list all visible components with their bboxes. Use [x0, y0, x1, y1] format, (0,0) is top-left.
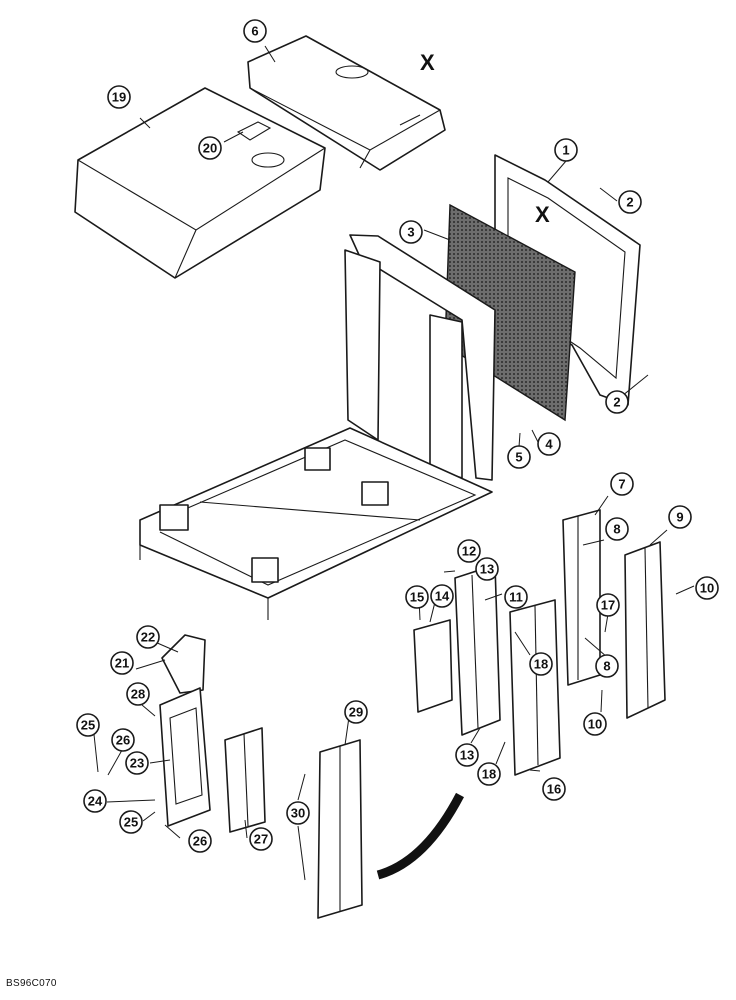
callout-10: 10 — [695, 576, 719, 600]
svg-text:26: 26 — [116, 733, 130, 748]
callout-20: 20 — [198, 136, 222, 160]
callout-9: 9 — [668, 505, 692, 529]
direction-arrow — [376, 792, 464, 880]
svg-text:13: 13 — [460, 748, 474, 763]
svg-text:25: 25 — [81, 718, 95, 733]
callout-7: 7 — [610, 472, 634, 496]
svg-text:22: 22 — [141, 630, 155, 645]
svg-text:10: 10 — [700, 581, 714, 596]
part-19-top-cover — [74, 87, 326, 279]
svg-text:8: 8 — [603, 659, 610, 674]
svg-text:19: 19 — [112, 90, 126, 105]
callout-4: 4 — [537, 432, 561, 456]
svg-text:24: 24 — [88, 794, 103, 809]
svg-text:25: 25 — [124, 815, 138, 830]
svg-text:11: 11 — [509, 590, 523, 605]
callout-24: 24 — [83, 789, 107, 813]
callout-1: 1 — [554, 138, 578, 162]
callout-19: 19 — [107, 85, 131, 109]
svg-text:1: 1 — [562, 143, 569, 158]
callout-13: 13 — [475, 557, 499, 581]
svg-text:18: 18 — [534, 657, 548, 672]
svg-text:6: 6 — [251, 24, 258, 39]
callout-8: 8 — [605, 517, 629, 541]
svg-text:15: 15 — [410, 590, 424, 605]
svg-text:5: 5 — [515, 450, 522, 465]
callout-17: 17 — [596, 593, 620, 617]
callout-25: 25 — [119, 810, 143, 834]
callout-23: 23 — [125, 751, 149, 775]
svg-text:2: 2 — [613, 395, 620, 410]
callout-12: 12 — [457, 539, 481, 563]
callout-21: 21 — [110, 651, 134, 675]
svg-text:12: 12 — [462, 544, 476, 559]
svg-text:8: 8 — [613, 522, 620, 537]
callout-28: 28 — [126, 682, 150, 706]
svg-text:4: 4 — [545, 437, 553, 452]
x-mark: X — [420, 50, 435, 75]
svg-text:7: 7 — [618, 477, 625, 492]
base-frame — [139, 234, 496, 620]
svg-text:16: 16 — [547, 782, 561, 797]
callout-6: 6 — [243, 19, 267, 43]
svg-text:26: 26 — [193, 834, 207, 849]
svg-text:10: 10 — [588, 717, 602, 732]
callout-11: 11 — [504, 585, 528, 609]
callout-16: 16 — [542, 777, 566, 801]
part-9-side-panel — [624, 541, 666, 719]
svg-text:2: 2 — [626, 195, 633, 210]
callout-10: 10 — [583, 712, 607, 736]
part-14-plate — [413, 619, 453, 713]
callout-18: 18 — [529, 652, 553, 676]
svg-text:27: 27 — [254, 832, 268, 847]
svg-text:9: 9 — [676, 510, 683, 525]
part-23-bracket — [159, 687, 211, 827]
svg-text:17: 17 — [601, 598, 615, 613]
svg-text:20: 20 — [203, 141, 217, 156]
callout-30: 30 — [286, 801, 310, 825]
svg-text:28: 28 — [131, 687, 145, 702]
svg-text:3: 3 — [407, 225, 414, 240]
callout-14: 14 — [430, 584, 454, 608]
svg-text:23: 23 — [130, 756, 144, 771]
callout-8: 8 — [595, 654, 619, 678]
part-16-side-panel — [509, 599, 561, 776]
callout-29: 29 — [344, 700, 368, 724]
callout-27: 27 — [249, 827, 273, 851]
x-marks: X X — [420, 50, 550, 227]
x-mark: X — [535, 202, 550, 227]
callout-26: 26 — [111, 728, 135, 752]
callout-5: 5 — [507, 445, 531, 469]
svg-text:30: 30 — [291, 806, 305, 821]
svg-text:14: 14 — [435, 589, 450, 604]
svg-text:13: 13 — [480, 562, 494, 577]
part-7-bracket — [562, 509, 601, 686]
figure-code: BS96C070 — [6, 978, 57, 989]
callout-18: 18 — [477, 762, 501, 786]
callout-2: 2 — [618, 190, 642, 214]
part-6-upper-panel — [247, 35, 446, 171]
callout-22: 22 — [136, 625, 160, 649]
callout-3: 3 — [399, 220, 423, 244]
part-27-bracket — [224, 727, 266, 833]
svg-text:29: 29 — [349, 705, 363, 720]
part-11-channel — [454, 564, 501, 736]
callout-25: 25 — [76, 713, 100, 737]
callout-26: 26 — [188, 829, 212, 853]
callout-13: 13 — [455, 743, 479, 767]
svg-text:21: 21 — [115, 656, 129, 671]
part-29-side-panel — [317, 739, 363, 919]
svg-text:18: 18 — [482, 767, 496, 782]
callout-2: 2 — [605, 390, 629, 414]
part-21-block — [161, 634, 206, 694]
callout-15: 15 — [405, 585, 429, 609]
